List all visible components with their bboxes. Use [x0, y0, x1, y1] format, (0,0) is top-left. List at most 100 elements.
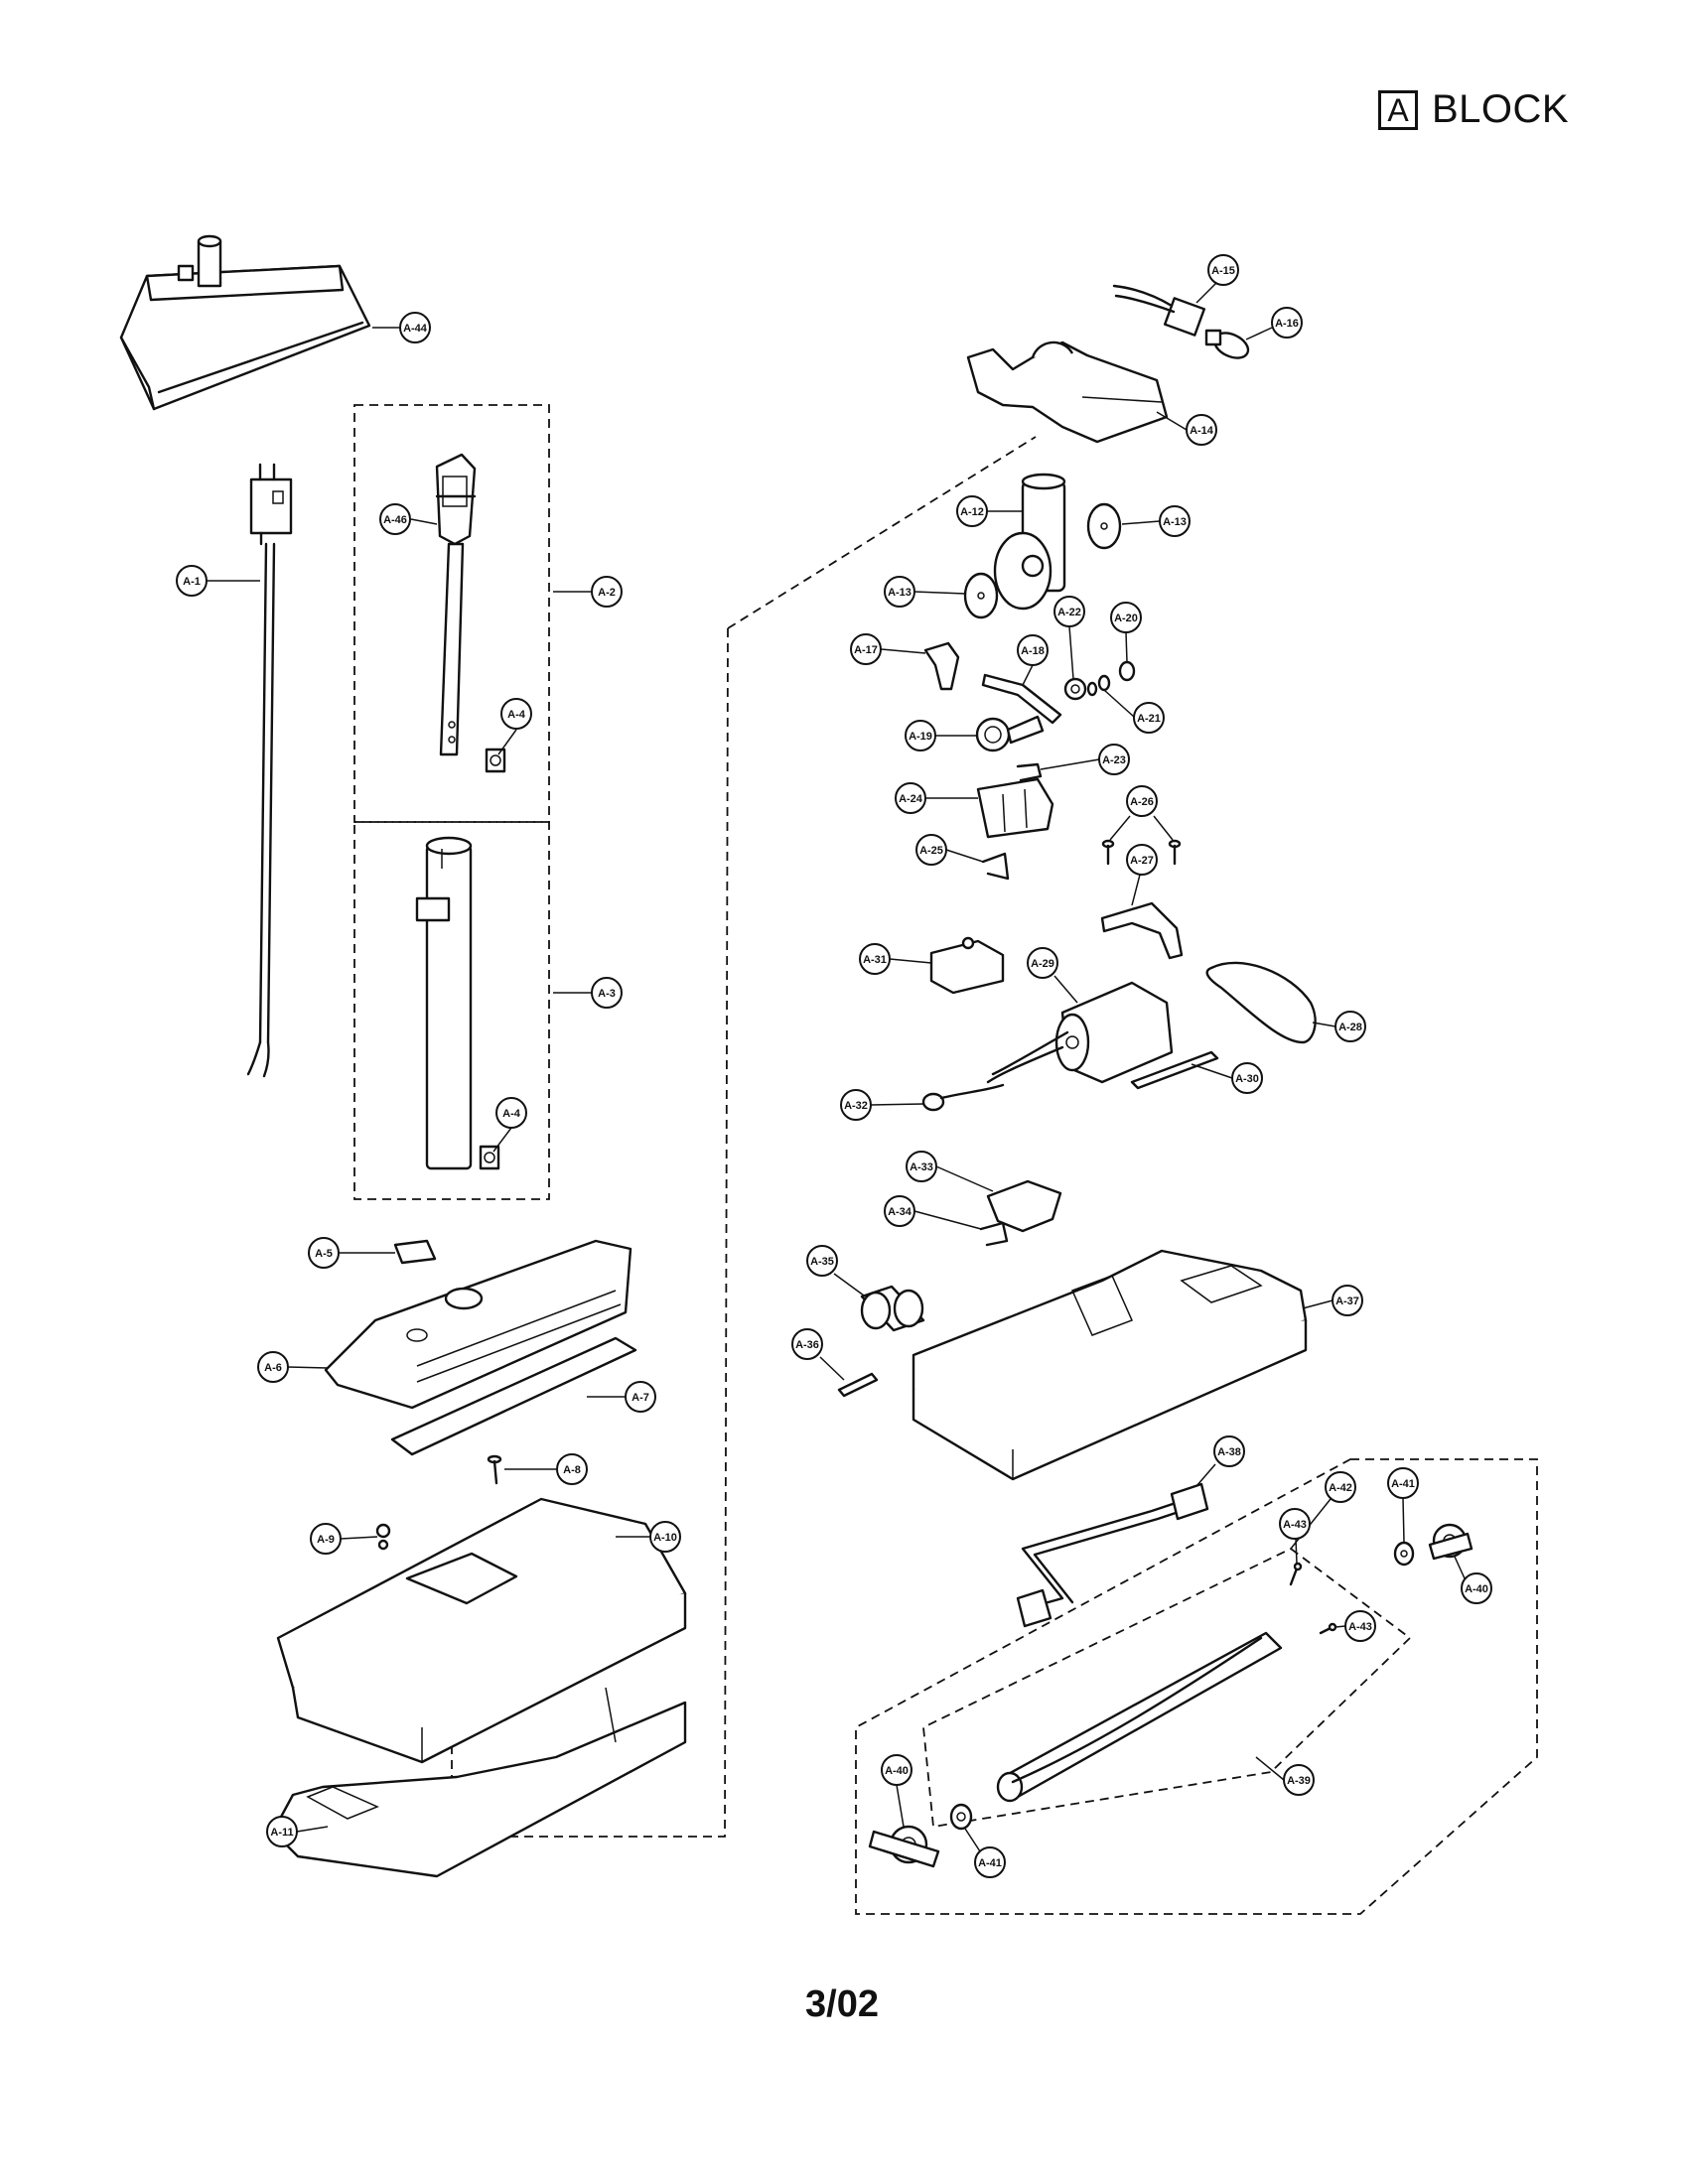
spring-clip-part	[1016, 762, 1043, 782]
callout-label: A-7	[632, 1392, 649, 1404]
callout-A-27: A-27	[1126, 844, 1158, 906]
base-housing-part	[912, 1249, 1308, 1481]
callout-A-18: A-18	[1017, 634, 1049, 686]
callout-A-15: A-15	[1195, 254, 1239, 304]
callout-label: A-36	[795, 1339, 819, 1351]
tube-kit-box	[353, 821, 550, 1200]
callout-label: A-3	[598, 988, 616, 1000]
callout-A-40: A-40	[1454, 1556, 1492, 1604]
callout-A-11: A-11	[266, 1816, 329, 1847]
block-word: BLOCK	[1432, 87, 1570, 131]
callout-A-32: A-32	[840, 1089, 924, 1121]
belt-guard-part	[1100, 901, 1184, 960]
callout-A-28: A-28	[1312, 1011, 1366, 1042]
callout-label: A-20	[1114, 613, 1138, 624]
callout-A-19: A-19	[905, 720, 977, 751]
top-cover-part	[324, 1239, 632, 1410]
ring-part	[1086, 674, 1111, 697]
link-bar-part	[981, 673, 1062, 725]
callout-A-43: A-43	[1279, 1508, 1311, 1565]
callout-A-14: A-14	[1156, 411, 1217, 446]
callout-label: A-18	[1021, 645, 1045, 657]
callout-label: A-39	[1287, 1775, 1311, 1787]
callout-A-26: A-26	[1109, 785, 1174, 841]
page-code: 3/02	[805, 1983, 879, 2025]
callout-A-23: A-23	[1040, 744, 1130, 775]
callout-label: A-27	[1130, 855, 1154, 867]
spring-tab-part	[979, 1221, 1009, 1247]
callout-label: A-6	[264, 1362, 282, 1374]
screw-part	[1289, 1562, 1303, 1586]
callout-A-13: A-13	[1121, 505, 1191, 537]
screw-part	[487, 1454, 502, 1485]
callout-A-33: A-33	[906, 1151, 994, 1192]
callout-label: A-28	[1338, 1022, 1362, 1033]
cord-clip-part	[485, 748, 506, 773]
callout-label: A-25	[919, 845, 943, 857]
callout-A-40: A-40	[881, 1754, 912, 1828]
rod-part	[1130, 1050, 1219, 1090]
callout-label: A-42	[1329, 1482, 1352, 1494]
lower-tube-part	[415, 836, 473, 1170]
base-frame-part	[271, 1687, 687, 1878]
callout-A-20: A-20	[1110, 602, 1142, 663]
callout-A-38: A-38	[1195, 1435, 1245, 1487]
callout-label: A-12	[960, 506, 984, 518]
callout-label: A-1	[183, 576, 201, 588]
callout-A-41: A-41	[1387, 1467, 1419, 1543]
screw-part	[1319, 1622, 1337, 1635]
callout-A-5: A-5	[308, 1237, 395, 1269]
brush-subkit-box	[922, 1547, 1412, 1829]
callout-label: A-14	[1190, 425, 1214, 437]
upper-housing-part	[276, 1497, 687, 1764]
callout-A-12: A-12	[956, 495, 1023, 527]
floor-nozzle-part	[119, 234, 371, 411]
callout-A-29: A-29	[1027, 947, 1078, 1004]
block-letter-box: A	[1378, 89, 1418, 130]
brush-kit-box	[855, 1458, 1538, 1915]
callout-A-25: A-25	[915, 834, 984, 866]
wire-plug-part	[921, 1083, 1005, 1112]
callout-A-41: A-41	[964, 1828, 1006, 1878]
cam-part	[1063, 677, 1087, 701]
bracket-part	[976, 777, 1054, 839]
callout-label: A-22	[1057, 607, 1081, 618]
callout-label: A-11	[270, 1827, 293, 1839]
cord-clip-lower-part	[479, 1145, 500, 1170]
callout-A-39: A-39	[1255, 1756, 1315, 1796]
axle-pin-part	[837, 1372, 879, 1398]
pedal-part	[923, 641, 960, 691]
switch-part	[929, 936, 1005, 995]
callout-A-17: A-17	[850, 633, 926, 665]
callout-label: A-46	[383, 514, 407, 526]
callout-label: A-13	[1163, 516, 1187, 528]
callout-A-8: A-8	[504, 1453, 588, 1485]
callout-label: A-43	[1348, 1621, 1372, 1633]
callout-label: A-40	[1465, 1583, 1488, 1595]
handle-grip-part	[435, 453, 477, 756]
callout-label: A-35	[810, 1256, 834, 1268]
belt-part	[1205, 961, 1317, 1044]
callout-label: A-29	[1031, 958, 1054, 970]
callout-A-43: A-43	[1334, 1610, 1376, 1642]
callout-label: A-21	[1137, 713, 1161, 725]
callout-A-30: A-30	[1191, 1062, 1263, 1094]
callout-A-46: A-46	[379, 503, 438, 535]
spring-part	[981, 852, 1010, 881]
callout-A-4: A-4	[492, 1097, 527, 1153]
fan-washer-part	[963, 572, 999, 619]
callout-A-6: A-6	[257, 1351, 329, 1383]
height-knob-part	[975, 715, 1045, 752]
callout-label: A-5	[315, 1248, 333, 1260]
fan-housing-part	[993, 473, 1066, 611]
callout-A-44: A-44	[372, 312, 431, 343]
brush-roll-part	[996, 1631, 1283, 1803]
motor-part	[986, 981, 1174, 1084]
washer-part	[949, 1803, 973, 1831]
callout-A-24: A-24	[895, 782, 978, 814]
callout-A-22: A-22	[1053, 596, 1085, 680]
block-heading: A BLOCK	[1378, 87, 1569, 132]
power-cord-part	[246, 463, 293, 1078]
callout-label: A-44	[403, 323, 428, 335]
callout-label: A-41	[978, 1857, 1002, 1869]
